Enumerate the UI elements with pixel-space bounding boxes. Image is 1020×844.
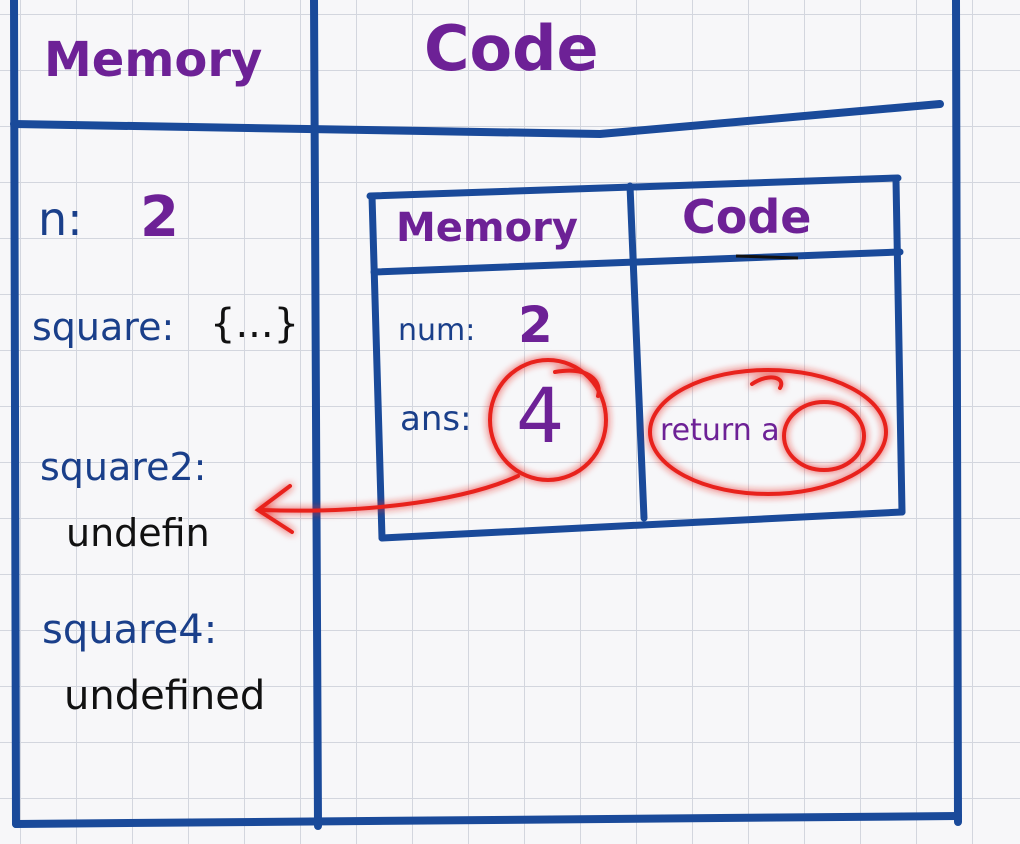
- return-circle: [648, 368, 888, 496]
- inner-memory-header: Memory: [396, 205, 578, 251]
- outer-memory-key-square: square:: [32, 305, 175, 349]
- inner-code-header: Code: [682, 190, 812, 244]
- outer-memory-header: Memory: [44, 32, 263, 88]
- outer-memory-value-n: 2: [140, 185, 179, 250]
- inner-memory-value-num: 2: [518, 296, 553, 354]
- ans-value-circle: [488, 358, 608, 482]
- inner-code-return-line: return a: [660, 413, 780, 448]
- return-arrow-shaft: [260, 474, 520, 513]
- inner-memory-key-num: num:: [398, 313, 476, 348]
- outer-memory-key-square4: square4:: [42, 607, 218, 653]
- return-arrow-head: [254, 484, 294, 534]
- highlight-annotations: [254, 358, 888, 534]
- inner-memory-key-ans: ans:: [400, 399, 472, 439]
- outer-memory-key-square2: square2:: [40, 445, 207, 489]
- outer-memory-value-square2: undefin: [66, 511, 210, 555]
- outer-table-frame: [10, 0, 962, 830]
- outer-memory-value-square: {...}: [210, 301, 300, 347]
- ans-circle-curl: [553, 368, 601, 398]
- outer-memory-key-n: n:: [38, 192, 83, 246]
- code-underline: [735, 254, 799, 260]
- outer-memory-value-square4: undefined: [64, 673, 266, 719]
- inner-table-frame: [366, 174, 906, 542]
- outer-code-header: Code: [424, 12, 599, 85]
- inner-memory-value-ans: 4: [516, 371, 565, 460]
- return-arg-circle: [782, 400, 866, 472]
- return-circle-curl: [750, 375, 784, 390]
